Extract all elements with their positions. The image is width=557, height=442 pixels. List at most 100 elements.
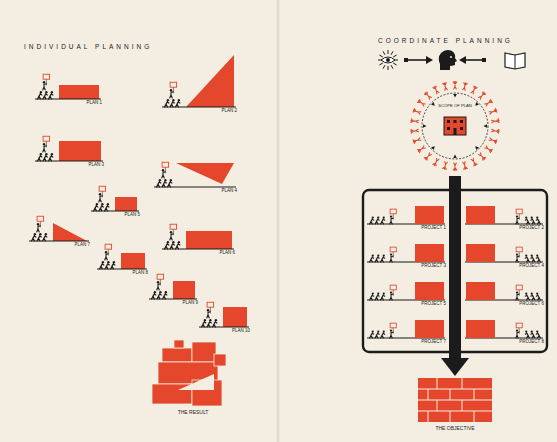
- sign-board: [390, 285, 396, 290]
- worker-figure: [375, 292, 379, 300]
- figure-head: [372, 216, 374, 218]
- worker-figure: [370, 254, 374, 262]
- figure-head: [410, 130, 412, 132]
- figure-body: [170, 92, 174, 98]
- figure-body: [453, 82, 457, 89]
- figure-body: [531, 257, 535, 262]
- plan-ring: [422, 93, 488, 159]
- figure-body: [531, 333, 535, 338]
- figure-head: [164, 179, 166, 181]
- plan-block: [186, 231, 232, 249]
- arrow-icon: [464, 59, 482, 61]
- sign-stick: [165, 167, 166, 173]
- figure-body: [462, 161, 467, 169]
- sign-holder: [390, 285, 396, 300]
- figure-body: [32, 235, 36, 241]
- figure-head: [37, 223, 39, 225]
- eye-pupil: [386, 58, 390, 62]
- sign-board: [99, 186, 105, 191]
- text-slot: PROJECT 8: [465, 339, 544, 344]
- arrow-icon-head: [426, 56, 433, 64]
- worker-figure: [525, 254, 529, 262]
- node-label: PLAN 4: [154, 188, 237, 193]
- figure-body: [165, 243, 169, 249]
- worker-figure: [207, 319, 212, 327]
- sign-stick: [519, 252, 520, 258]
- text-slot: PLAN 2: [162, 108, 237, 113]
- project-block: [415, 282, 444, 300]
- figure-body: [375, 333, 379, 338]
- sign-stick: [46, 141, 47, 147]
- figure-head: [102, 261, 104, 263]
- worker-figure: [163, 291, 168, 299]
- text-slot: PROJECT 4: [465, 263, 544, 268]
- figure-body: [170, 234, 174, 240]
- ring-figure: [424, 153, 432, 161]
- ring-figure: [478, 91, 486, 99]
- figure-body: [471, 86, 478, 94]
- building-window: [460, 127, 463, 130]
- puzzle-piece: [192, 342, 216, 362]
- figure-body: [370, 257, 374, 262]
- figure-body: [536, 295, 540, 300]
- brick-joint: [436, 400, 437, 411]
- sign-holder: [516, 209, 522, 224]
- project-box: PROJECT 4: [465, 236, 544, 270]
- figure-body: [49, 93, 53, 99]
- puzzle-piece: [214, 354, 226, 366]
- figure-head: [516, 292, 518, 294]
- node-label: PROJECT 4: [465, 263, 544, 268]
- sign-holder: [99, 186, 106, 202]
- figure-body: [207, 321, 211, 327]
- ring-figure: [412, 108, 421, 114]
- figure-body: [424, 92, 431, 100]
- page-gutter: [277, 0, 280, 442]
- worker-figure: [525, 330, 529, 338]
- node-label: PROJECT 2: [465, 225, 544, 230]
- figure-head: [424, 92, 427, 95]
- worker-figure: [531, 292, 535, 300]
- figure-body: [43, 146, 47, 152]
- sign-board: [170, 82, 176, 87]
- figure-body: [525, 257, 529, 262]
- figure-body: [111, 263, 115, 269]
- eye-ray: [383, 51, 385, 54]
- puzzle-piece: [174, 340, 184, 348]
- figure-body: [413, 137, 421, 143]
- worker-figure: [105, 203, 110, 211]
- figure-head: [536, 292, 538, 294]
- inward-arrow: [484, 124, 488, 128]
- sign-holder: [43, 136, 50, 152]
- project-box: PROJECT 1: [367, 198, 446, 232]
- text-slot: SCOPE OF PLAN: [436, 104, 474, 109]
- worker-figure: [170, 99, 175, 107]
- building-window: [447, 120, 450, 123]
- brick-joint: [418, 400, 492, 401]
- ring-figure: [462, 161, 467, 170]
- node-label: PLAN 2: [162, 108, 237, 113]
- sign-board: [516, 247, 522, 252]
- figure-head: [536, 216, 538, 218]
- plan-figure: PLAN 4: [154, 146, 237, 196]
- worker-figure: [381, 216, 385, 224]
- figure-body: [43, 93, 47, 99]
- brick-joint: [418, 389, 492, 390]
- figure-head: [51, 153, 53, 155]
- worker-figure: [531, 330, 535, 338]
- figure-head: [536, 330, 538, 332]
- figure-body: [99, 196, 103, 202]
- figure-head: [525, 292, 527, 294]
- figure-body: [170, 243, 174, 249]
- sign-board: [516, 285, 522, 290]
- node-label: PLAN 10: [199, 328, 250, 333]
- figure-body: [471, 158, 478, 166]
- plan-block: [59, 85, 99, 99]
- sign-board: [43, 74, 49, 79]
- figure-head: [443, 82, 446, 85]
- ring-figure: [492, 129, 500, 134]
- inward-arrow: [423, 124, 427, 128]
- worker-figure: [49, 91, 54, 99]
- figure-body: [489, 109, 497, 115]
